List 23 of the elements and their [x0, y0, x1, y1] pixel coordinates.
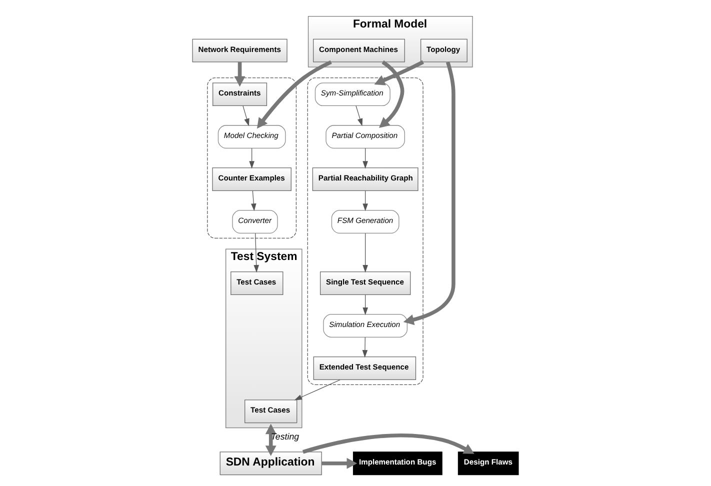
arrow — [356, 105, 363, 126]
arrow — [362, 294, 368, 316]
arrow — [362, 336, 368, 358]
arrow — [362, 148, 368, 169]
cluster — [307, 78, 424, 386]
arrow — [403, 62, 456, 326]
edge-label: Testing — [270, 431, 300, 442]
node-box: SDN Application — [220, 452, 322, 476]
arrow — [265, 424, 276, 456]
arrow — [256, 60, 332, 129]
arrow — [242, 105, 250, 126]
arrow — [249, 148, 254, 169]
arrow — [254, 233, 259, 273]
cluster — [207, 78, 297, 239]
arrow — [322, 458, 358, 469]
arrow — [374, 60, 424, 86]
arrow — [234, 62, 246, 87]
arrow — [362, 233, 368, 273]
arrow — [302, 434, 474, 454]
arrow — [294, 379, 341, 400]
arrow — [378, 60, 404, 128]
arrow — [250, 190, 256, 212]
arrow — [362, 190, 368, 212]
